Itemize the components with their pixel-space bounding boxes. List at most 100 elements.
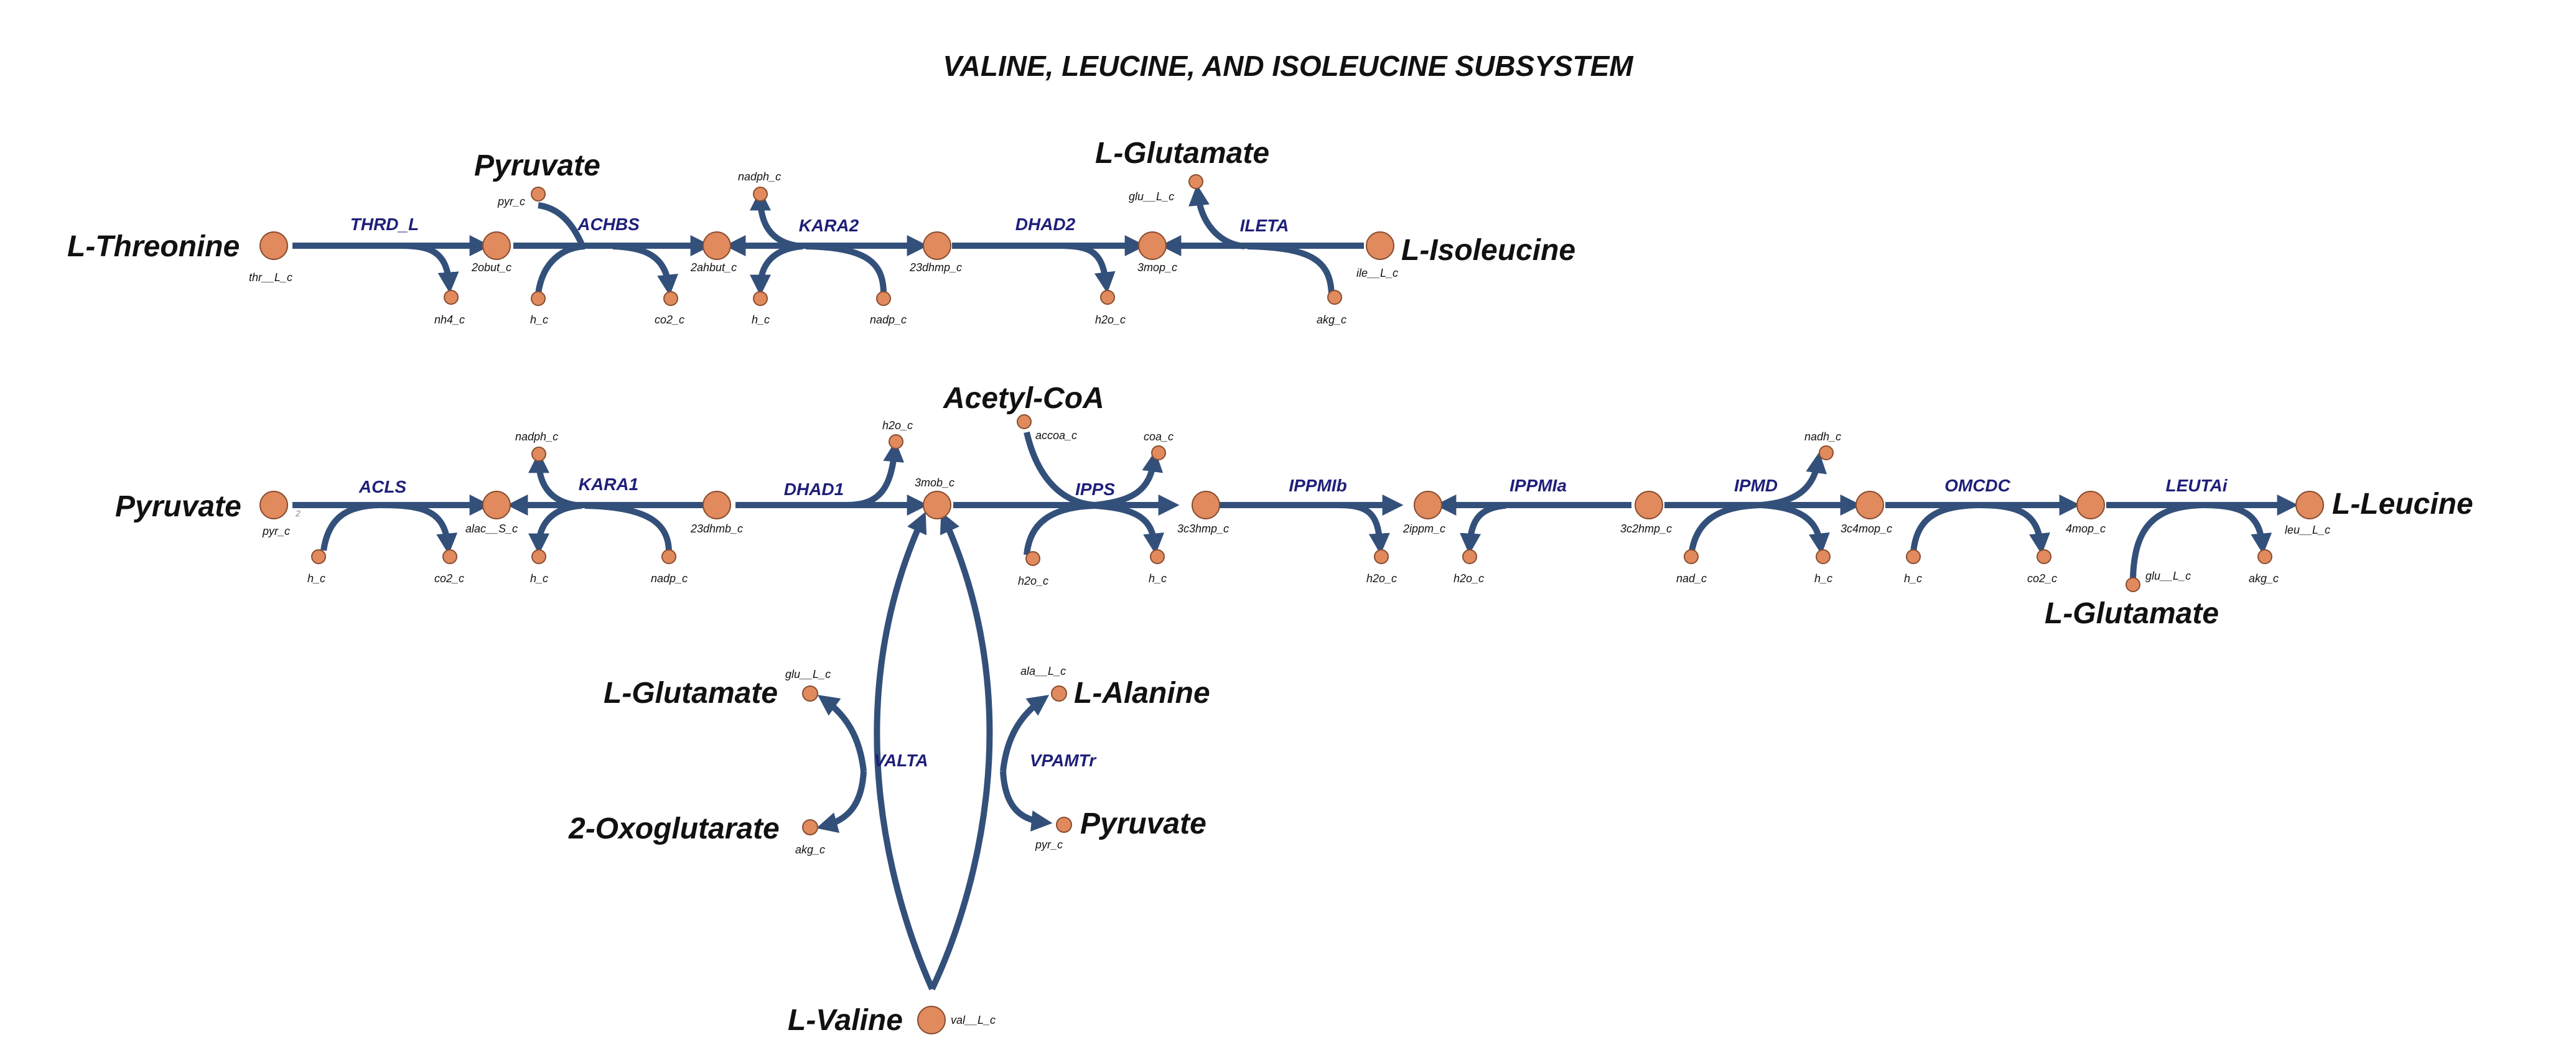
node-h2o-dhad1[interactable]: [889, 434, 903, 449]
met-label-h6: h_c: [1814, 572, 1832, 585]
met-label-glu3: glu__L_c: [785, 668, 831, 680]
node-accoa[interactable]: [1017, 414, 1032, 429]
node-akg-valta[interactable]: [802, 819, 818, 835]
met-label-h2o3: h2o_c: [1018, 575, 1048, 587]
node-h-acls[interactable]: [311, 549, 326, 564]
node-pyr-vpamtr[interactable]: [1056, 817, 1072, 833]
reaction-ippmib[interactable]: IPPMIb: [1289, 476, 1346, 495]
edge-acls-pyr: [320, 502, 380, 551]
reaction-ipmd[interactable]: IPMD: [1734, 476, 1778, 495]
node-3mop[interactable]: [1138, 231, 1167, 260]
node-akg-leutai[interactable]: [2257, 549, 2272, 564]
node-akg-ileta[interactable]: [1327, 290, 1342, 305]
met-label-4mop: 4mop_c: [2066, 522, 2106, 535]
node-h-ipps[interactable]: [1150, 549, 1165, 564]
reaction-omcdc[interactable]: OMCDC: [1944, 476, 2011, 495]
node-ile[interactable]: [1366, 231, 1394, 260]
met-label-h2o5: h2o_c: [1454, 572, 1484, 585]
node-glu-ileta[interactable]: [1188, 174, 1203, 189]
edge-vpamtr-ala: [1000, 695, 1050, 772]
node-nadp-kara2[interactable]: [876, 291, 891, 306]
node-3c3hmp[interactable]: [1192, 491, 1220, 519]
edge-dhad1-h2o: [846, 440, 905, 508]
node-leu[interactable]: [2295, 491, 2324, 519]
reaction-ippmia[interactable]: IPPMIa: [1510, 476, 1567, 495]
node-23dhmp[interactable]: [923, 231, 951, 260]
node-3c4mop[interactable]: [1855, 491, 1884, 519]
reaction-dhad1[interactable]: DHAD1: [784, 480, 844, 499]
reaction-leutai[interactable]: LEUTAi: [2165, 476, 2228, 495]
edge-dhad2-h2o: [1057, 243, 1116, 294]
label-l-glutamate-left: L-Glutamate: [604, 677, 778, 710]
met-label-alac: alac__S_c: [465, 522, 518, 535]
node-alac[interactable]: [482, 491, 511, 519]
node-h-kara2[interactable]: [753, 291, 768, 306]
node-nadph-kara2[interactable]: [753, 187, 768, 202]
node-2obut[interactable]: [482, 231, 511, 260]
met-label-h2o2: h2o_c: [882, 419, 913, 432]
edge-ipps-accoa: [1024, 431, 1096, 508]
met-label-ala: ala__L_c: [1020, 665, 1066, 677]
met-label-akg3: akg_c: [795, 843, 825, 856]
met-label-nadh: nadh_c: [1804, 430, 1841, 443]
node-glu-valta[interactable]: [802, 685, 818, 702]
reaction-vpamtr[interactable]: VPAMTr: [1030, 751, 1097, 770]
node-pyr-mid[interactable]: [259, 491, 288, 519]
node-h2o-ippmia[interactable]: [1462, 549, 1477, 564]
met-label-h2o4: h2o_c: [1366, 572, 1397, 585]
node-3c2hmp[interactable]: [1635, 491, 1663, 519]
reaction-ileta[interactable]: ILETA: [1240, 216, 1289, 235]
node-nadph-kara1[interactable]: [531, 447, 546, 462]
node-glu-leutai[interactable]: [2126, 577, 2140, 592]
node-co2-acls[interactable]: [442, 549, 457, 564]
edge-kara1-nadph: [528, 452, 582, 509]
edge-valta-main: [874, 511, 935, 991]
reaction-dhad2[interactable]: DHAD2: [1015, 215, 1076, 234]
met-label-3mob: 3mob_c: [915, 476, 954, 489]
node-nad[interactable]: [1684, 549, 1699, 564]
label-l-glutamate-right: L-Glutamate: [2045, 597, 2219, 630]
node-nadh[interactable]: [1819, 445, 1834, 460]
node-thr[interactable]: [259, 231, 288, 260]
reaction-kara1[interactable]: KARA1: [579, 475, 638, 494]
reaction-thrd-l[interactable]: THRD_L: [350, 215, 419, 234]
node-h-ipmd[interactable]: [1816, 549, 1831, 564]
node-23dhmb[interactable]: [702, 491, 731, 519]
met-label-2ippm: 2ippm_c: [1402, 522, 1445, 535]
label-2-oxoglutarate: 2-Oxoglutarate: [568, 812, 780, 845]
node-h-achbs[interactable]: [531, 291, 546, 306]
reaction-valta[interactable]: VALTA: [874, 751, 928, 770]
node-ala[interactable]: [1051, 685, 1067, 702]
reaction-achbs[interactable]: ACHBS: [577, 215, 640, 234]
met-label-co2-3: co2_c: [2027, 572, 2057, 585]
node-h-kara1[interactable]: [531, 549, 546, 564]
edge-achbs-pyr: [538, 202, 585, 246]
node-h2o-dhad2[interactable]: [1100, 290, 1115, 305]
met-label-h7: h_c: [1904, 572, 1922, 585]
node-val[interactable]: [917, 1006, 946, 1034]
node-co2-achbs[interactable]: [663, 291, 678, 306]
node-nadp-kara1[interactable]: [661, 549, 676, 564]
diagram-title: VALINE, LEUCINE, AND ISOLEUCINE SUBSYSTE…: [943, 50, 1634, 82]
node-2ahbut[interactable]: [702, 231, 731, 260]
node-3mob[interactable]: [923, 491, 951, 519]
node-coa[interactable]: [1151, 445, 1166, 460]
edges-middle-row: [292, 431, 2298, 579]
node-h2o-ipps[interactable]: [1025, 551, 1040, 566]
reaction-kara2[interactable]: KARA2: [799, 216, 859, 235]
edge-kara2-nadph: [750, 189, 803, 249]
met-label-h2: h_c: [752, 313, 770, 326]
metabolite-names: L-Threonine Pyruvate L-Glutamate L-Isole…: [67, 137, 2473, 1037]
node-2ippm[interactable]: [1414, 491, 1442, 519]
node-pyr-top[interactable]: [531, 187, 546, 202]
reaction-acls[interactable]: ACLS: [358, 477, 407, 496]
label-l-valine: L-Valine: [788, 1004, 903, 1037]
met-label-23dhmp: 23dhmp_c: [909, 261, 962, 274]
node-4mop[interactable]: [2076, 491, 2105, 519]
edge-kara1-nadp: [584, 503, 672, 553]
node-co2-omcdc[interactable]: [2037, 549, 2051, 564]
node-nh4[interactable]: [444, 290, 459, 305]
node-h-omcdc[interactable]: [1906, 549, 1921, 564]
node-h2o-ippmib[interactable]: [1374, 549, 1389, 564]
reaction-ipps[interactable]: IPPS: [1075, 480, 1115, 499]
